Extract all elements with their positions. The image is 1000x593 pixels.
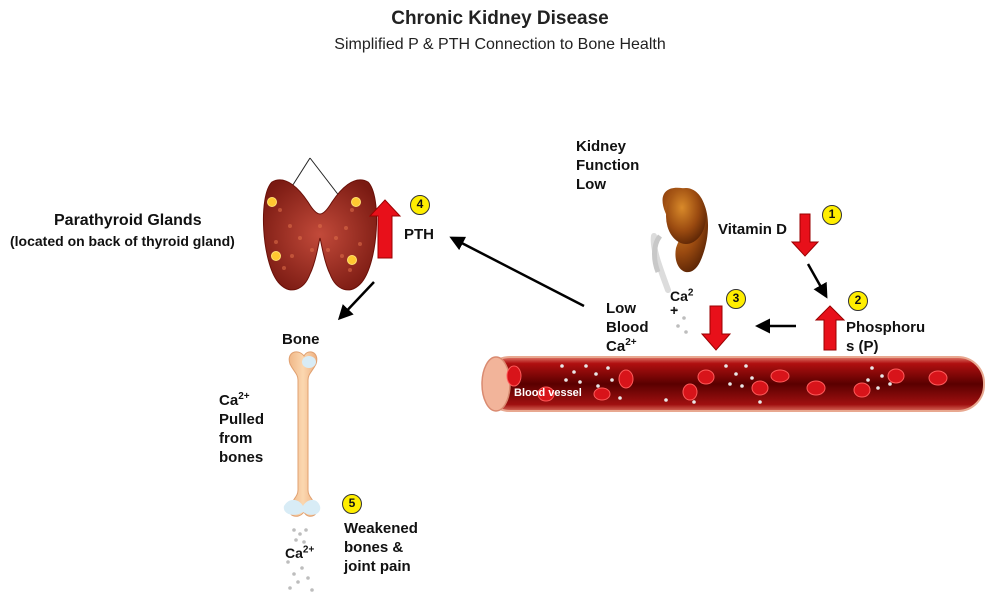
parathyroid-note: (located on back of thyroid gland) <box>10 233 235 249</box>
arrow-low-calcium-to-pth <box>449 236 585 308</box>
weakened-bones-label: Weakened bones & joint pain <box>344 520 418 575</box>
blood-vessel-label: Blood vessel <box>514 387 582 399</box>
blood-vessel <box>481 356 985 412</box>
arrow-pth-to-bone <box>337 281 375 321</box>
step-5-badge: 5 <box>342 494 362 514</box>
page-title: Chronic Kidney Disease <box>391 8 609 29</box>
low-blood-calcium-label: Low Blood Ca2+ <box>606 300 648 355</box>
kidney-function-label: Kidney Function Low <box>576 138 640 193</box>
step-3-badge: 3 <box>726 289 746 309</box>
calcium-down-arrow <box>700 305 732 351</box>
parathyroid-title: Parathyroid Glands <box>54 212 202 229</box>
pth-up-arrow <box>368 199 402 259</box>
step-2-badge: 2 <box>848 291 868 311</box>
calcium-particles <box>560 364 892 404</box>
kidney-calcium-label: Ca2 + <box>670 287 694 318</box>
red-blood-cells <box>506 365 948 402</box>
bone-illustration <box>283 351 321 592</box>
phosphorus-label: Phosphoru s (P) <box>846 319 926 355</box>
parathyroid-glands <box>267 197 361 265</box>
page-subtitle: Simplified P & PTH Connection to Bone He… <box>334 36 666 53</box>
thyroid-illustration <box>263 157 377 291</box>
pth-label: PTH <box>404 226 434 243</box>
vitamin-d-label: Vitamin D <box>718 221 787 238</box>
vitamin-d-down-arrow <box>790 213 820 257</box>
step-4-badge: 4 <box>410 195 430 215</box>
step-1-badge: 1 <box>822 205 842 225</box>
kidney-calcium-particles <box>674 308 688 334</box>
kidney-illustration <box>650 187 709 293</box>
bone-calcium-particles <box>286 528 314 592</box>
calcium-pulled-label: Ca2+ Pulled from bones <box>219 391 263 467</box>
bone-calcium-label: Ca2+ <box>285 544 315 561</box>
phosphorus-up-arrow <box>814 305 846 351</box>
bone-label: Bone <box>282 331 320 348</box>
arrow-vitamin-d-to-phosphorus <box>806 263 828 299</box>
